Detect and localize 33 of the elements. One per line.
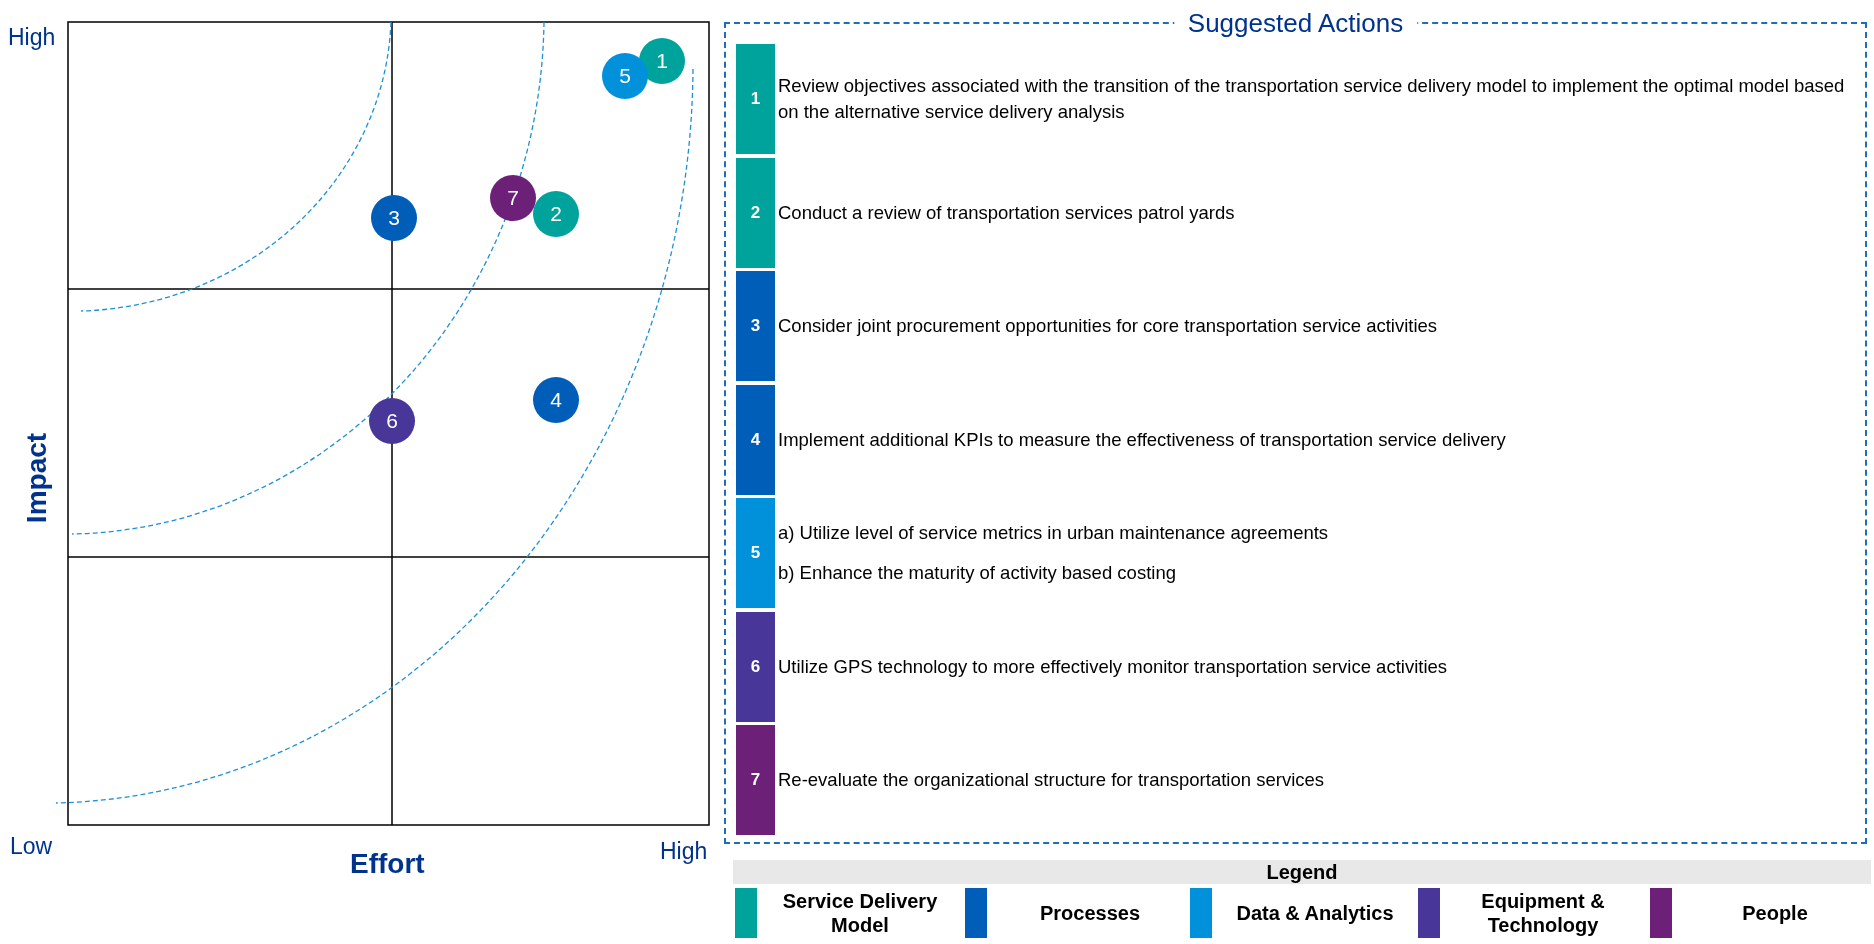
number-badge: 7 <box>736 725 775 835</box>
legend-label: Data & Analytics <box>1235 901 1395 926</box>
number-badge: 4 <box>736 385 775 495</box>
legend-label: Equipment & Technology <box>1480 889 1606 938</box>
action-description: Consider joint procurement opportunities for core transportation service activities <box>778 314 1439 338</box>
axis-label: Low <box>10 833 53 860</box>
legend-label: Service Delivery Model <box>781 889 939 938</box>
numbered-circle: 7 <box>490 175 536 221</box>
numbered-circle: 6 <box>369 398 415 444</box>
numbered-circle: 2 <box>533 191 579 237</box>
legend-heading: Legend <box>733 860 1871 884</box>
legend-label: Processes <box>1038 901 1142 926</box>
number-badge: 2 <box>736 158 775 268</box>
number-badge: 1 <box>736 44 775 154</box>
action-description: Re-evaluate the organizational structure for transportation services <box>778 768 1326 792</box>
axis-title: Impact <box>21 432 54 524</box>
action-description: Conduct a review of transportation services patrol yards <box>778 201 1236 225</box>
numbered-circle: 1 <box>639 38 685 84</box>
action-description: Utilize GPS technology to more effectively monitor transportation service activities <box>778 655 1449 679</box>
action-description: Review objectives associated with the transition of the transportation service delivery model to implement the optimal model based on the alternative service delivery analysis <box>778 74 1846 124</box>
axis-label: High <box>8 24 56 51</box>
legend-label: People <box>1741 901 1809 926</box>
action-description: Implement additional KPIs to measure the effectiveness of transportation service delivery <box>778 428 1507 452</box>
numbered-circle: 5 <box>602 53 648 99</box>
action-description: a) Utilize level of service metrics in urban maintenance agreements <box>778 521 1330 545</box>
number-badge: 3 <box>736 271 775 381</box>
numbered-circle: 3 <box>371 195 417 241</box>
number-badge: 6 <box>736 612 775 722</box>
axis-label: High <box>660 838 708 865</box>
action-description: b) Enhance the maturity of activity based costing <box>778 561 1177 585</box>
number-badge: 5 <box>736 498 775 608</box>
axis-title: Effort <box>350 848 425 880</box>
numbered-circle: 4 <box>533 377 579 423</box>
